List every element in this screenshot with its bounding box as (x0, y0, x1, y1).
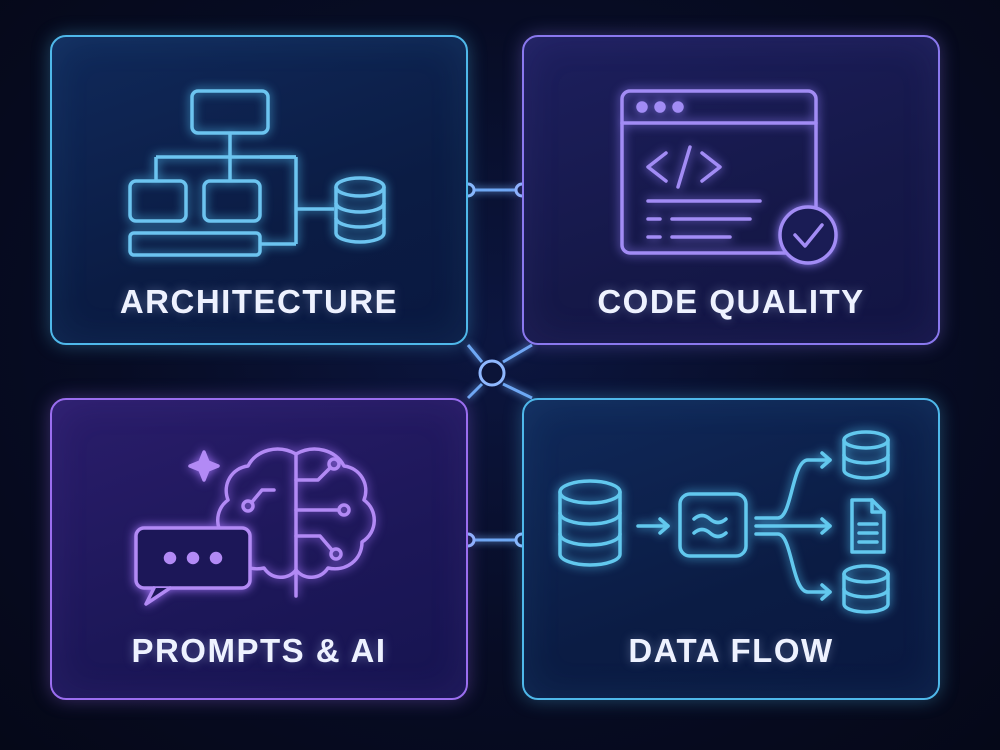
panel-label-data-flow: DATA FLOW (628, 632, 834, 669)
panel-label-prompts-ai: PROMPTS & AI (131, 632, 387, 669)
chat-brain-icon (134, 432, 384, 606)
data-pipeline-icon (556, 422, 906, 622)
central-hub-node (478, 359, 506, 387)
sparkle-icon (188, 450, 220, 482)
panel-data-flow: DATA FLOW (522, 398, 940, 700)
code-window-check-icon (620, 89, 850, 289)
panel-architecture: ARCHITECTURE (50, 35, 468, 345)
panel-label-code-quality: CODE QUALITY (597, 283, 865, 320)
panel-prompts-ai: PROMPTS & AI (50, 398, 468, 700)
architecture-diagram-icon (122, 87, 402, 267)
panel-label-architecture: ARCHITECTURE (119, 283, 399, 320)
panel-code-quality: CODE QUALITY (522, 35, 940, 345)
